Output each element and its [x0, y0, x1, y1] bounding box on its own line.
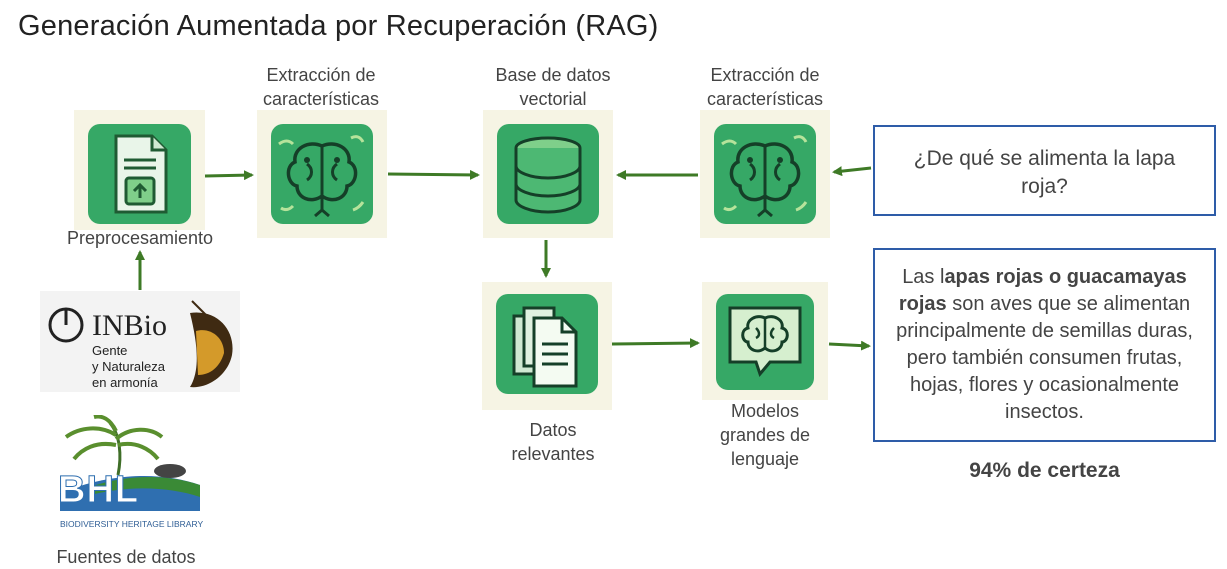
- inbio-tagline-3: en armonía: [92, 375, 158, 390]
- arrow-extract-to-db: [387, 169, 480, 180]
- bhl-caption: BIODIVERSITY HERITAGE LIBRARY: [60, 519, 204, 529]
- label-preprocessing: Preprocesamiento: [66, 228, 214, 248]
- database-icon: [497, 124, 599, 224]
- label-feature-extraction-2: Extracción de características: [706, 65, 824, 109]
- inbio-tagline: Gente y Naturaleza en armonía: [92, 343, 165, 391]
- inbio-tagline-1: Gente: [92, 343, 128, 358]
- label-relevant-data: Datos relevantes: [511, 420, 595, 464]
- llm-tile: [702, 282, 828, 400]
- query-box: ¿De qué se alimenta la lapa roja?: [873, 125, 1216, 216]
- certainty-label: 94% de certeza: [969, 459, 1120, 482]
- inbio-tagline-2: y Naturaleza: [92, 359, 165, 374]
- brain-chat-icon: [716, 294, 814, 390]
- inbio-emblem-icon: [48, 300, 233, 388]
- label-vector-db: Base de datos vectorial: [495, 65, 611, 109]
- vector-db-tile: [483, 110, 613, 238]
- bhl-palm-icon: [60, 415, 200, 511]
- documents-icon: [496, 294, 598, 394]
- brain-circuit-icon: [271, 124, 373, 224]
- arrow-relevant-to-llm: [611, 338, 700, 349]
- label-llm: Modelos grandes de lenguaje: [719, 401, 811, 469]
- answer-prefix: Las l: [902, 266, 945, 288]
- answer-bold: apas rojas o guacamayas rojas: [898, 266, 1187, 315]
- feature-extraction-1-tile: [257, 110, 387, 238]
- brain-circuit-icon: [714, 124, 816, 224]
- label-data-sources: Fuentes de datos: [56, 547, 196, 567]
- inbio-logo: INBio Gente y Naturaleza en armonía: [40, 291, 240, 392]
- query-text: ¿De qué se alimenta la lapa roja?: [913, 147, 1176, 198]
- page-title: Generación Aumentada por Recuperación (R…: [18, 10, 659, 42]
- arrow-llm-to-answer: [828, 340, 871, 351]
- arrow-query-to-extract2: [832, 166, 872, 177]
- bhl-logo: BHL BIODIVERSITY HERITAGE LIBRARY: [50, 415, 215, 533]
- answer-box: Las lapas rojas o guacamayas rojas son a…: [873, 248, 1216, 442]
- preprocessing-tile: [74, 110, 205, 230]
- arrow-preprocess-to-extract: [204, 170, 254, 181]
- document-upload-icon: [88, 124, 191, 224]
- answer-rest: son aves que se alimentan principalmente…: [896, 293, 1193, 423]
- label-feature-extraction-1: Extracción de características: [262, 65, 380, 109]
- bhl-name: BHL: [57, 469, 140, 512]
- inbio-name: INBio: [92, 309, 167, 342]
- relevant-data-tile: [482, 282, 612, 410]
- feature-extraction-2-tile: [700, 110, 830, 238]
